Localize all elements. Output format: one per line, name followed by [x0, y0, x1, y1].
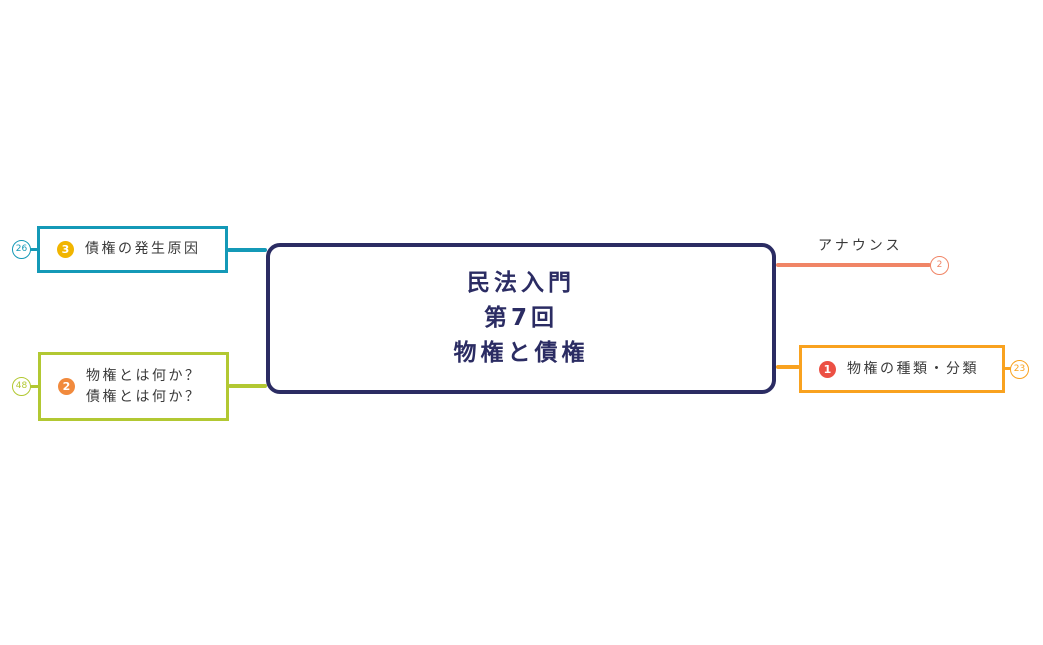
node-claim-origins[interactable]: 3 債権の発生原因: [37, 226, 228, 273]
node-label-line1: 物権とは何か？: [86, 367, 202, 384]
root-node[interactable]: 民法入門 第7回 物権と債権: [266, 243, 776, 394]
collapse-counter-whatis[interactable]: 48: [12, 377, 31, 396]
node-property-right-types[interactable]: 1 物権の種類・分類: [799, 345, 1005, 393]
connector-line: [30, 248, 38, 251]
node-label: 物権とは何か？ 債権とは何か？: [86, 366, 202, 408]
root-title-line3: 物権と債権: [453, 340, 589, 366]
connector-line: [776, 263, 931, 267]
connector-line: [227, 248, 267, 252]
number-1-icon: 1: [819, 360, 836, 378]
node-label: 債権の発生原因: [85, 241, 201, 257]
number-2-icon: 2: [58, 378, 75, 395]
connector-line: [776, 365, 800, 369]
connector-line: [30, 385, 39, 388]
root-title-line1: 民法入門: [467, 270, 575, 296]
node-announcements[interactable]: アナウンス: [818, 238, 903, 254]
collapse-counter-origins[interactable]: 26: [12, 240, 31, 259]
collapse-counter-types[interactable]: 23: [1010, 360, 1029, 379]
root-title-line2: 第7回: [483, 305, 558, 331]
number-3-icon: 3: [57, 241, 74, 258]
collapse-counter-announcements[interactable]: 2: [930, 256, 949, 275]
node-what-is-bukken-saiken[interactable]: 2 物権とは何か？ 債権とは何か？: [38, 352, 229, 421]
connector-line: [228, 384, 267, 388]
node-label: 物権の種類・分類: [847, 360, 979, 377]
connector-line: [1004, 367, 1011, 370]
node-label-line2: 債権とは何か？: [86, 388, 202, 405]
